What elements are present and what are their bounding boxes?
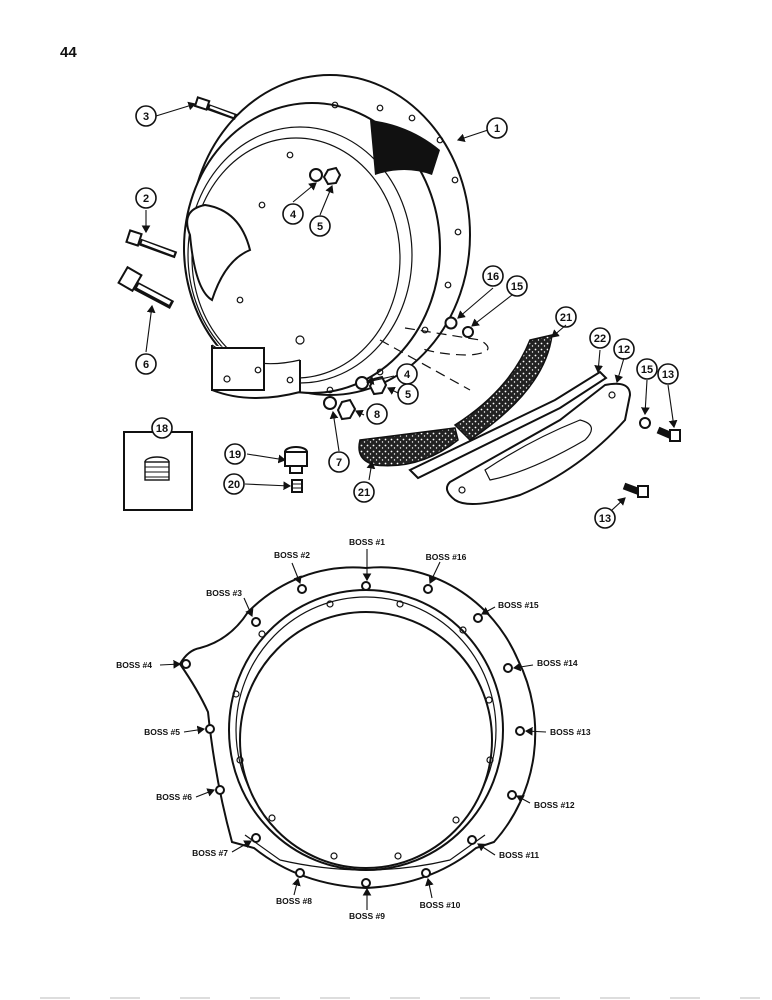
plug-box [123, 431, 193, 511]
callout-number: 16 [487, 271, 499, 283]
housing-face-view [178, 566, 537, 890]
bolt-13-lower [622, 482, 649, 498]
boss-label: BOSS #6 [156, 792, 192, 802]
callout-circle [482, 265, 504, 287]
callout-number: 19 [229, 449, 241, 461]
callout-circle [589, 327, 611, 349]
callout-circle [397, 383, 419, 405]
bolt-13-upper [639, 417, 681, 442]
callout-number: 13 [599, 513, 611, 525]
callout-circle [594, 507, 616, 529]
flywheel-housing [183, 74, 471, 399]
callout-number: 8 [374, 409, 380, 421]
boss-label: BOSS #7 [192, 848, 228, 858]
bolt-3-icon [193, 96, 238, 120]
page-number: 44 [60, 44, 77, 61]
callout-circle [353, 481, 375, 503]
callout-number: 21 [560, 312, 572, 324]
callout-number: 13 [662, 369, 674, 381]
callout-number: 5 [405, 389, 411, 401]
callout-circle [506, 275, 528, 297]
bolt-2-icon [125, 229, 178, 259]
boss-label: BOSS #5 [144, 727, 180, 737]
callout-circle [151, 417, 173, 439]
callout-circle [223, 473, 245, 495]
boss-label: BOSS #4 [116, 660, 152, 670]
callout-circle [486, 117, 508, 139]
boss-label: BOSS #12 [534, 800, 575, 810]
boss-label: BOSS #14 [537, 658, 578, 668]
boss-label: BOSS #3 [206, 588, 242, 598]
callout-number: 2 [143, 193, 149, 205]
callout-number: 12 [618, 344, 630, 356]
callout-circle [224, 443, 246, 465]
callout-number: 3 [143, 111, 149, 123]
boss-leaders [159, 549, 547, 910]
callout-circle [282, 203, 304, 225]
callout-circle [636, 358, 658, 380]
callout-number: 5 [317, 221, 323, 233]
callout-circle [555, 306, 577, 328]
callout-number: 22 [594, 333, 606, 345]
fitting-19-icon [284, 446, 308, 474]
callout-circle [328, 451, 350, 473]
boss-label: BOSS #9 [349, 911, 385, 921]
callout-number: 1 [494, 123, 500, 135]
washer-nut-icons [309, 166, 474, 421]
plug-20-icon [291, 479, 303, 493]
boss-label: BOSS #1 [349, 537, 385, 547]
inner-bolt-holes [232, 600, 494, 860]
boss-label-group: BOSS #1 BOSS #2 BOSS #3 BOSS #4 BOSS #5 BOSS … [116, 537, 591, 921]
boss-label: BOSS #13 [550, 727, 591, 737]
callout-circle [657, 363, 679, 385]
callout-number: 4 [404, 369, 411, 381]
callout-number: 20 [228, 479, 240, 491]
boss-label: BOSS #10 [420, 900, 461, 910]
housing-bolt-holes [236, 101, 462, 394]
boss-label: BOSS #2 [274, 550, 310, 560]
stud-6-icon [117, 265, 175, 309]
callout-number: 15 [511, 281, 523, 293]
callout-number: 7 [336, 457, 342, 469]
callout-number: 6 [143, 359, 149, 371]
boss-label: BOSS #11 [499, 850, 539, 860]
callout-circle [135, 187, 157, 209]
boss-label: BOSS #16 [426, 552, 467, 562]
boss-label: BOSS #8 [276, 896, 312, 906]
boss-holes [181, 581, 525, 888]
callout-circle [366, 403, 388, 425]
callout-number: 15 [641, 364, 653, 376]
callout-circle [309, 215, 331, 237]
callout-number: 21 [358, 487, 370, 499]
seal-strip-lower [358, 427, 459, 467]
callout-leaders [141, 101, 678, 511]
cover-plate [445, 382, 632, 505]
callout-circle [135, 353, 157, 375]
gasket [408, 370, 608, 480]
callout-number: 4 [290, 209, 297, 221]
callout-number: 18 [156, 423, 168, 435]
boss-label: BOSS #15 [498, 600, 539, 610]
